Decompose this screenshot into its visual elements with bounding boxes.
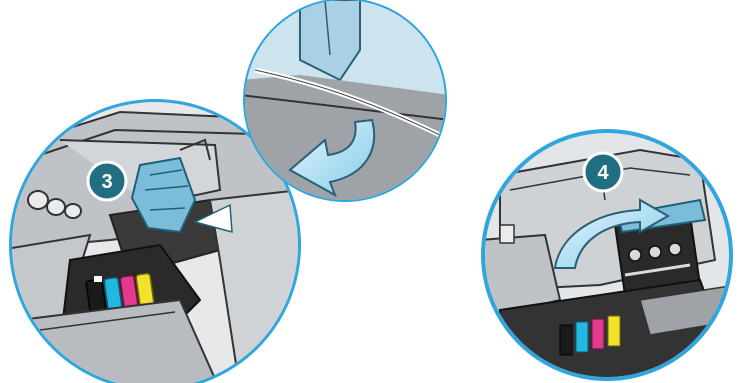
step-3-panel: 3 bbox=[0, 0, 450, 383]
step-3-badge: 3 bbox=[88, 162, 126, 200]
step-4-number: 4 bbox=[597, 162, 609, 184]
step-4-panel: 4 bbox=[480, 129, 740, 383]
step-3-number: 3 bbox=[101, 171, 112, 193]
step-4-badge: 4 bbox=[584, 153, 622, 191]
